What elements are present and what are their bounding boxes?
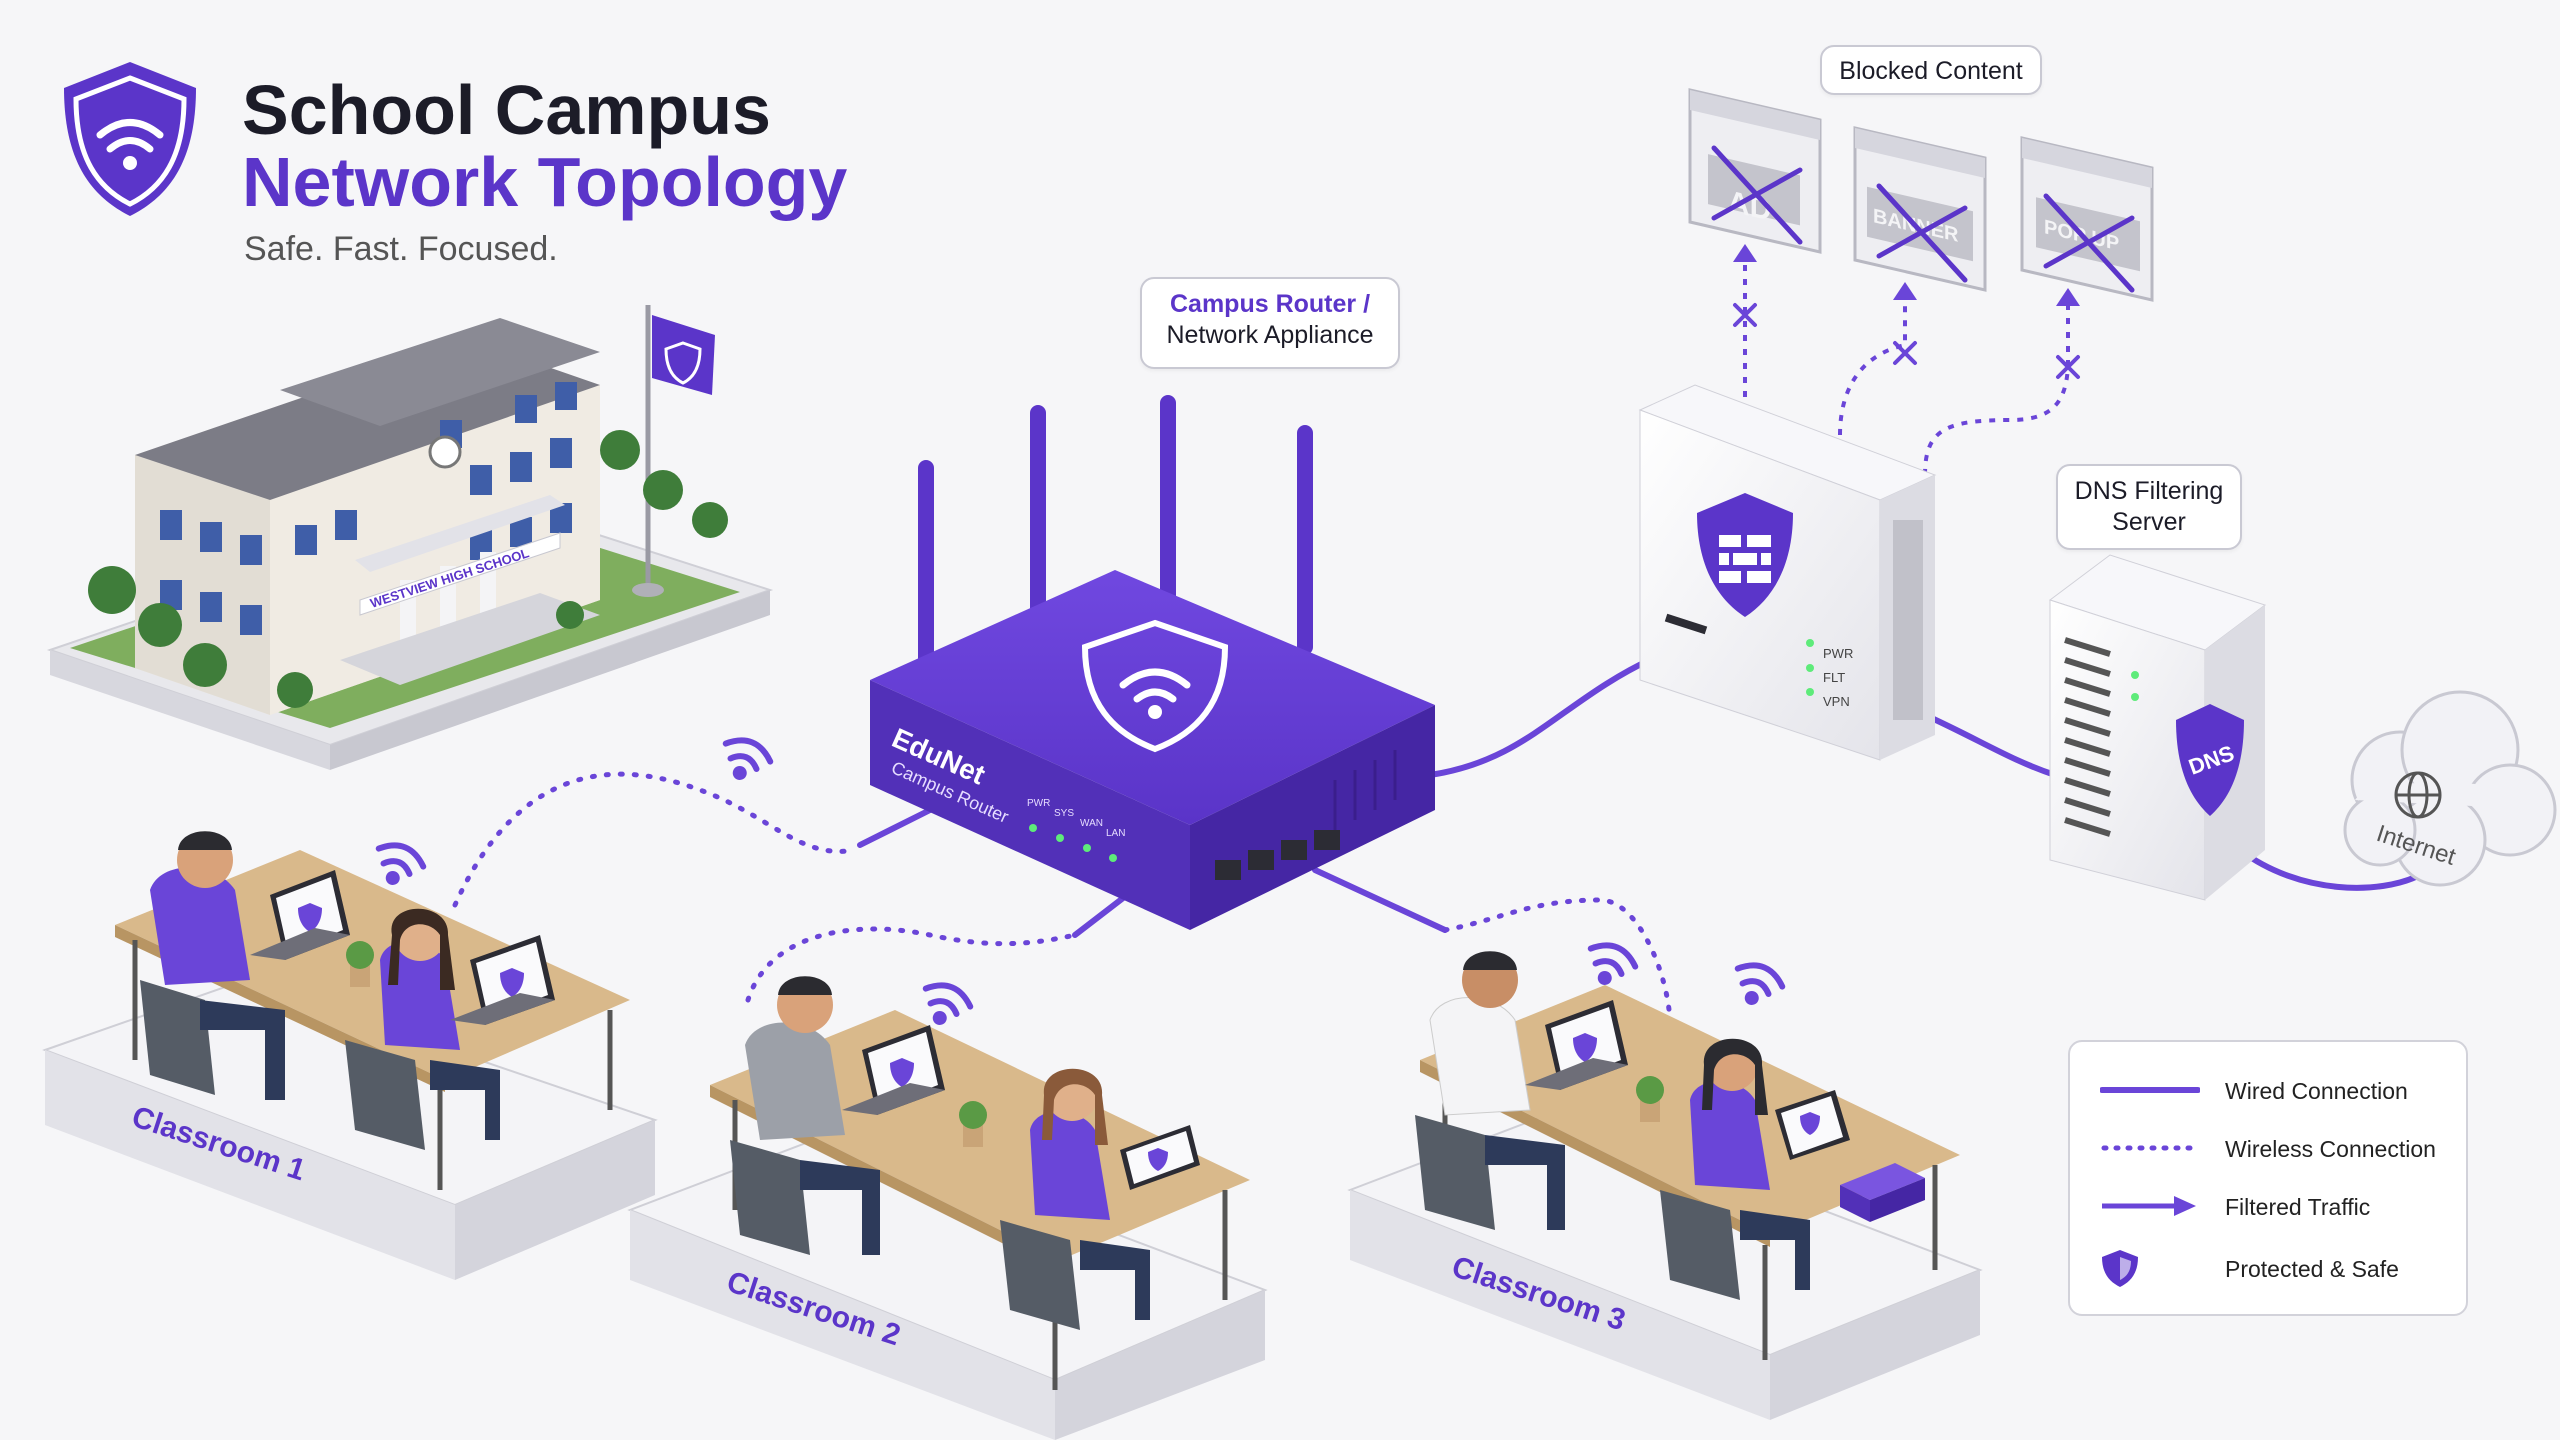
classroom-3: Classroom 3 <box>1347 951 1983 1420</box>
firewall-appliance: PWR FLT VPN <box>1638 384 1937 761</box>
router-led-lan: LAN <box>1106 828 1125 839</box>
router-callout-line2: Network Appliance <box>1166 321 1374 349</box>
plant-icon <box>959 1101 987 1147</box>
campus-router: EduNet Campus Router PWR SYS WAN LAN <box>870 395 1435 930</box>
firewall-led-flt: FLT <box>1823 670 1845 685</box>
plant-icon <box>346 941 374 987</box>
legend-label-wired: Wired Connection <box>2225 1078 2408 1104</box>
page-title-line1: School Campus <box>242 71 771 149</box>
blocked-window-popup: POP UP <box>2020 136 2154 302</box>
router-callout: Campus Router / Network Appliance <box>1140 277 1400 369</box>
student <box>140 831 285 1100</box>
internet-cloud: Internet <box>2343 690 2557 887</box>
wireless-classroom2 <box>745 926 1078 1003</box>
router-status-leds <box>1029 824 1117 862</box>
router-antenna <box>1297 425 1313 655</box>
wireless-connections <box>452 771 1673 1028</box>
tablet-icon <box>1120 1125 1200 1190</box>
blocked-content-callout: Blocked Content <box>1820 45 2042 95</box>
dns-callout: DNS Filtering Server <box>2056 464 2242 550</box>
globe-icon <box>2394 771 2442 819</box>
block-x-marks <box>1733 303 2080 379</box>
blocked-content-label: Blocked Content <box>1839 57 2023 85</box>
filtered-line-popup <box>1923 300 2070 476</box>
title-block: School Campus Network Topology Safe. Fas… <box>60 60 960 290</box>
laptop-icon <box>1525 1000 1628 1090</box>
dns-filtering-server: DNS <box>2048 554 2267 901</box>
laptop-icon <box>842 1025 945 1115</box>
laptop-icon <box>250 870 350 960</box>
filtered-line-banner <box>1838 300 1907 436</box>
wifi-signal-icons <box>375 737 1786 1025</box>
dns-callout-line1: DNS Filtering <box>2074 477 2224 505</box>
classroom-1: Classroom 1 <box>42 831 658 1280</box>
wired-firewall-dns <box>1922 712 2058 778</box>
wired-line-icon <box>2100 1087 2200 1093</box>
router-led-sys: SYS <box>1054 808 1074 819</box>
legend-label-protected: Protected & Safe <box>2225 1256 2399 1282</box>
shield-icon <box>2102 1250 2138 1287</box>
router-led-wan: WAN <box>1080 818 1103 829</box>
wired-connections <box>857 652 2423 938</box>
router-antenna <box>1160 395 1176 625</box>
laptop-icon <box>450 935 555 1025</box>
legend-item-protected: Protected & Safe <box>2100 1248 2450 1288</box>
router-antenna <box>918 460 934 690</box>
legend-item-wireless: Wireless Connection <box>2100 1128 2450 1168</box>
router-led-pwr: PWR <box>1027 798 1050 809</box>
router-ethernet-ports <box>1215 830 1340 880</box>
legend-item-wired: Wired Connection <box>2100 1070 2450 1110</box>
shield-wifi-logo-icon <box>64 62 196 216</box>
wired-router-firewall <box>1427 652 1663 778</box>
legend-item-filtered: Filtered Traffic <box>2100 1186 2450 1226</box>
firewall-shield-icon <box>1697 493 1793 617</box>
legend-label-filtered: Filtered Traffic <box>2225 1194 2371 1220</box>
blocked-window-banner: BANNER <box>1853 126 1987 292</box>
wired-router-right <box>1312 867 1448 933</box>
classroom-2: Classroom 2 <box>627 976 1268 1440</box>
legend: Wired Connection Wireless Connection Fil… <box>2068 1040 2468 1316</box>
tagline: Safe. Fast. Focused. <box>244 230 558 268</box>
wireless-classroom1 <box>452 771 858 908</box>
student <box>1660 1038 1810 1300</box>
router-antenna <box>1030 405 1046 635</box>
student <box>1415 951 1565 1230</box>
plant-icon <box>1636 1076 1664 1122</box>
book-stack-icon <box>1840 1163 1925 1222</box>
student <box>1000 1068 1150 1330</box>
legend-label-wireless: Wireless Connection <box>2225 1136 2436 1162</box>
firewall-vents <box>1893 520 1923 720</box>
firewall-status-leds <box>1806 639 1814 696</box>
student <box>345 908 500 1150</box>
filtered-arrowheads <box>1733 244 2080 306</box>
wired-dns-internet <box>2237 847 2423 891</box>
blocked-window-ad: AD <box>1688 88 1822 254</box>
page-title-line2: Network Topology <box>242 143 848 221</box>
wireless-classroom3 <box>1442 897 1673 1028</box>
firewall-led-vpn: VPN <box>1823 694 1850 709</box>
dns-callout-line2: Server <box>2112 508 2186 536</box>
arrow-right-icon <box>2102 1196 2196 1216</box>
tablet-icon <box>1775 1090 1850 1160</box>
router-vents <box>1333 750 1397 830</box>
dns-drive-bays <box>2064 637 2111 837</box>
wireless-line-icon <box>2101 1145 2200 1151</box>
router-callout-line1: Campus Router / <box>1169 290 1371 318</box>
firewall-led-pwr: PWR <box>1823 646 1853 661</box>
school-building: WESTVIEW HIGH SCHOOL <box>46 305 774 770</box>
wired-router-left <box>857 807 933 848</box>
student <box>730 976 880 1255</box>
dns-shield-icon: DNS <box>2176 704 2244 816</box>
